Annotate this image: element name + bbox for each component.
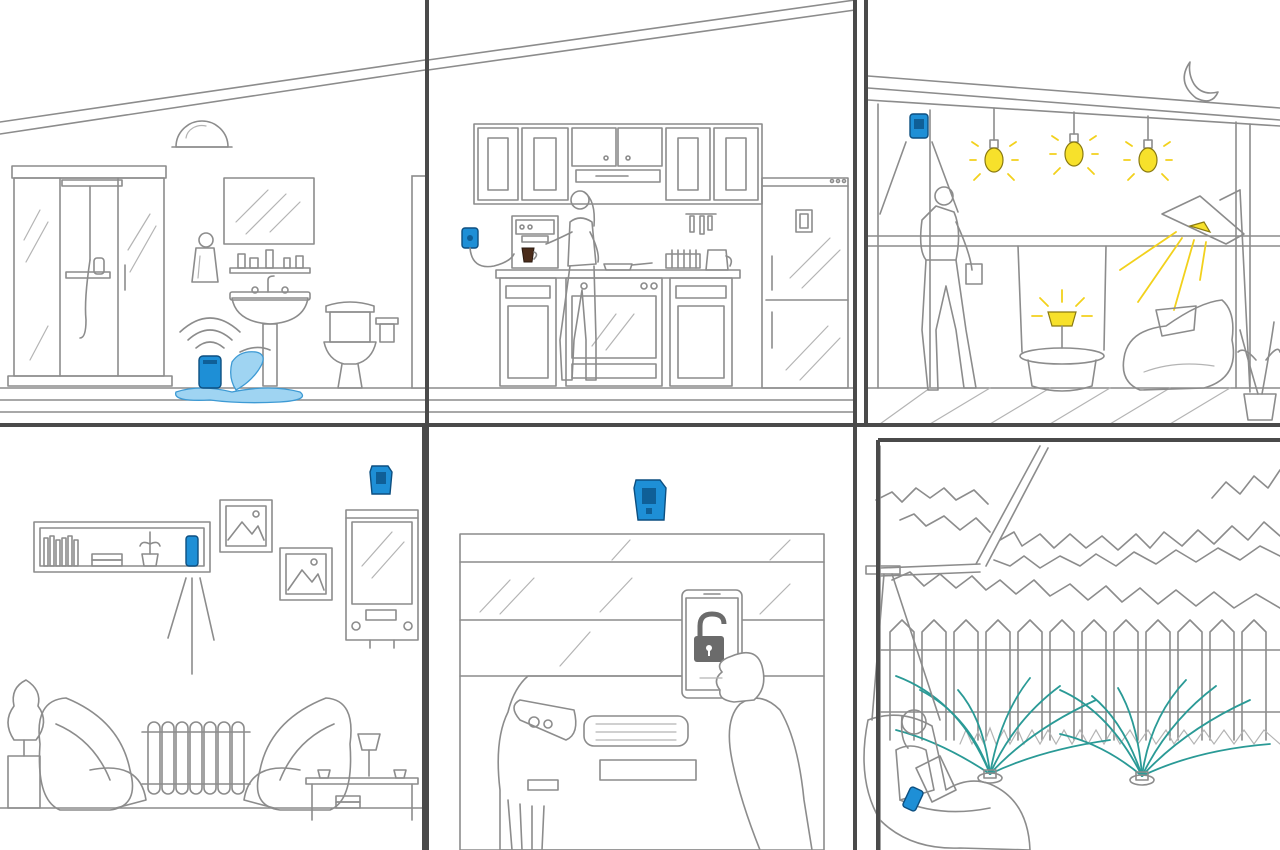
- sink: [229, 275, 311, 387]
- sprinkler-left: [895, 675, 1111, 784]
- side-table: [305, 733, 419, 821]
- wall-boiler: [345, 509, 419, 649]
- sprinkler-right: [1059, 679, 1271, 786]
- smart-plug-device: [461, 227, 515, 268]
- man-walking: [919, 186, 983, 391]
- coffee-machine: [511, 215, 559, 269]
- wall-sensor-device: [369, 465, 393, 495]
- wall-pictures: [219, 499, 333, 601]
- ceiling-lamp: [171, 120, 233, 148]
- smartphone-unlock: [681, 589, 813, 850]
- armchair-left: [38, 697, 147, 811]
- leak-sensor-device: [175, 317, 304, 404]
- panel-garden: [863, 445, 1280, 850]
- radiator: [141, 721, 251, 795]
- hanging-bulbs: [969, 107, 1173, 181]
- decor-tree: [7, 679, 45, 809]
- panel-terrace: [867, 61, 1280, 425]
- wall-shelf: [33, 521, 211, 573]
- woman-cooking: [545, 190, 600, 381]
- potted-plant: [1237, 321, 1280, 421]
- armchair-right: [243, 697, 352, 811]
- panel-bathroom: [0, 59, 427, 413]
- garage-controller-device: [633, 479, 667, 521]
- bathroom-mirror: [223, 177, 315, 245]
- refrigerator: [761, 177, 849, 389]
- floor-lamp: [1119, 189, 1251, 393]
- towel-ring: [191, 232, 219, 283]
- panel-kitchen: [427, 0, 856, 413]
- motion-sensor-device: [167, 535, 215, 675]
- panel-garage: [459, 479, 825, 850]
- toilet: [323, 301, 399, 389]
- hanging-chair: [863, 565, 1031, 850]
- unlock-padlock-icon: [694, 611, 727, 662]
- bean-bag-chair: [1122, 299, 1235, 391]
- moon-icon: [1183, 61, 1219, 102]
- table-lamp: [1019, 289, 1105, 392]
- light-switch-device: [879, 113, 959, 215]
- panel-living-room: [0, 465, 425, 821]
- remote-control-device: [902, 786, 924, 812]
- shower-cabin: [7, 165, 173, 387]
- wifi-signal-icon: [179, 317, 241, 349]
- counter-cabinets: [495, 213, 741, 387]
- garden-fence: [879, 619, 1280, 746]
- upper-cabinets: [473, 123, 763, 205]
